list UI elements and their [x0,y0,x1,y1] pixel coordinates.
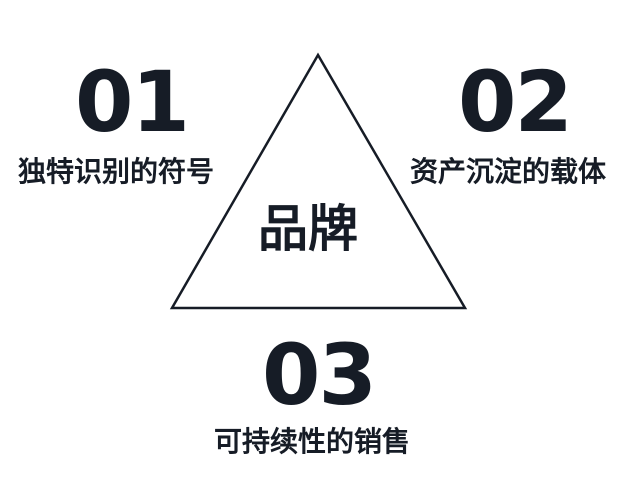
point-3-number: 03 [262,326,377,424]
triangle-shape [169,52,468,310]
point-1-label: 独特识别的符号 [18,155,215,188]
point-2-label: 资产沉淀的载体 [410,155,607,188]
point-1-number: 01 [75,53,190,151]
point-2-number: 02 [458,53,573,151]
center-label: 品牌 [258,200,358,258]
point-3-label: 可持续性的销售 [214,425,411,458]
